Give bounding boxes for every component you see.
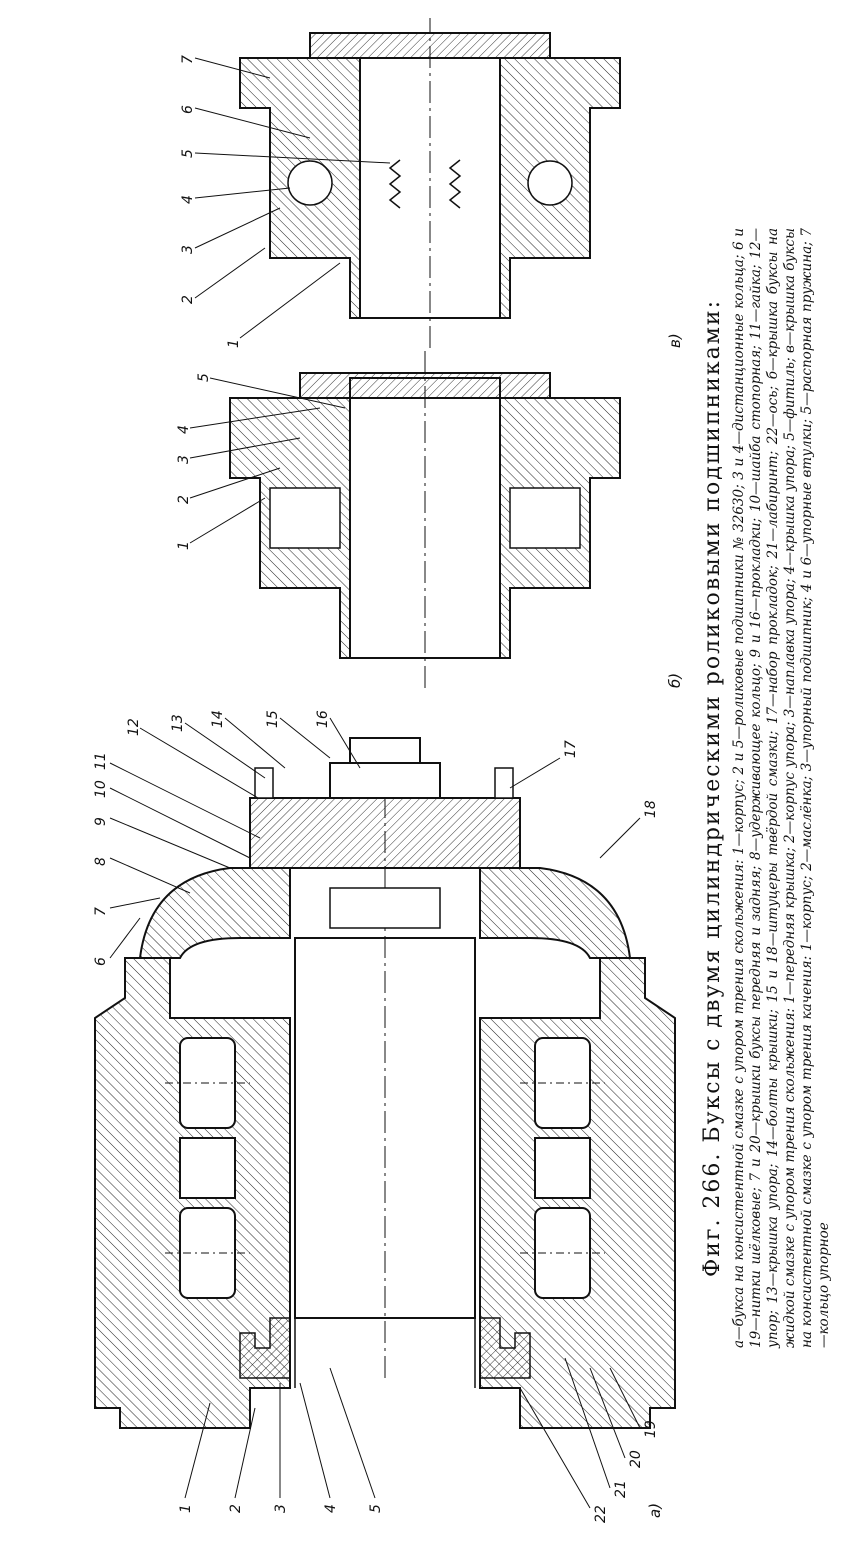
part-number: 22: [593, 1505, 609, 1523]
figure-caption: Фиг. 266. Буксы с двумя цилиндрическими …: [700, 228, 833, 1348]
part-number: 5: [368, 1504, 384, 1513]
part-number: 20: [628, 1450, 644, 1468]
part-number: 11: [93, 752, 109, 770]
part-number: 17: [563, 740, 579, 758]
part-number: 3: [176, 455, 192, 464]
part-number: 9: [93, 817, 109, 826]
view-a-part-numbers: 1 2 3 4 5 6 7 8 9 10 11 12 13 14 15 16 1…: [93, 710, 659, 1523]
view-v-drawing: 1 2 3 4 5 6 7 в): [180, 18, 684, 348]
part-number: 6: [180, 105, 196, 114]
part-number: 12: [126, 718, 142, 736]
figure-legend: а—букса на консистентной смазке с упором…: [731, 228, 832, 1348]
part-number: 10: [93, 780, 109, 798]
view-a-drawing: а) 1 2 3 4 5 6 7 8 9 10 11 12 13 14 15 1…: [93, 710, 676, 1523]
part-number: 3: [180, 245, 196, 254]
part-number: 1: [226, 339, 242, 348]
view-v-part-numbers: 1 2 3 4 5 6 7: [180, 55, 242, 348]
view-b-label: б): [666, 673, 684, 688]
part-number: 13: [170, 714, 186, 732]
part-number: 8: [93, 857, 109, 866]
part-number: 19: [643, 1420, 659, 1438]
part-number: 5: [196, 373, 212, 382]
part-number: 7: [93, 907, 109, 916]
view-b-drawing: 1 2 3 4 5 б): [176, 348, 684, 688]
part-number: 7: [180, 55, 196, 64]
part-number: 2: [228, 1504, 244, 1513]
part-number: 21: [613, 1480, 629, 1498]
part-number: 3: [273, 1504, 289, 1513]
part-number: 4: [180, 195, 196, 204]
part-number: 4: [176, 425, 192, 434]
part-number: 14: [210, 710, 226, 728]
part-number: 5: [180, 149, 196, 158]
view-v-label: в): [666, 333, 684, 348]
view-a-label: а): [646, 1503, 664, 1518]
part-number: 2: [180, 295, 196, 304]
figure-title: Фиг. 266. Буксы с двумя цилиндрическими …: [700, 299, 725, 1277]
part-number: 1: [176, 541, 192, 550]
part-number: 18: [643, 800, 659, 818]
view-b-part-numbers: 1 2 3 4 5: [176, 373, 212, 550]
part-number: 15: [265, 710, 281, 728]
part-number: 4: [323, 1504, 339, 1513]
part-number: 2: [176, 495, 192, 504]
part-number: 16: [315, 710, 331, 728]
part-number: 6: [93, 957, 109, 966]
part-number: 1: [178, 1504, 194, 1513]
